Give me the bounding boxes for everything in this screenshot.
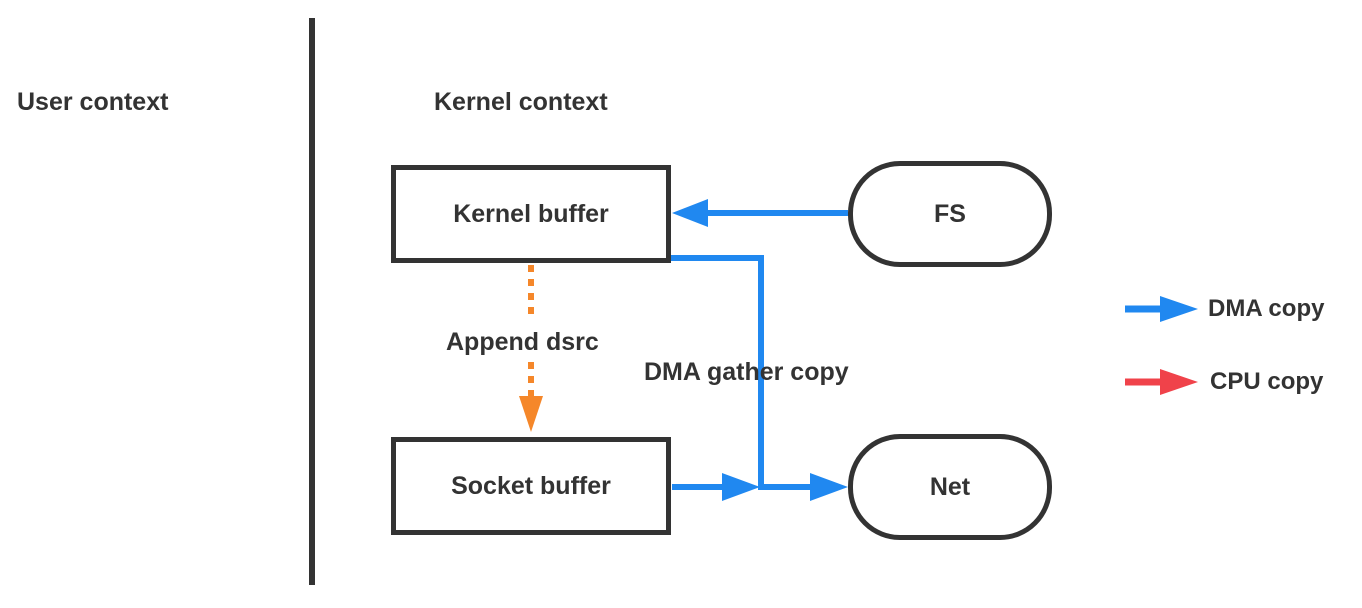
net-node: Net xyxy=(848,434,1052,540)
append-dsrc-arrow xyxy=(519,265,543,432)
dma-gather-copy-label: DMA gather copy xyxy=(644,358,849,386)
kernel-buffer-label: Kernel buffer xyxy=(453,199,609,228)
fs-to-kernel-arrow xyxy=(672,199,848,227)
kernel-context-label: Kernel context xyxy=(434,88,608,116)
socket-to-net-arrow xyxy=(672,473,760,501)
legend-cpu-label: CPU copy xyxy=(1210,368,1324,395)
user-context-label: User context xyxy=(17,88,169,116)
legend-cpu-arrow xyxy=(1125,369,1198,395)
legend-dma-label: DMA copy xyxy=(1208,295,1325,322)
fs-label: FS xyxy=(934,199,966,228)
kernel-to-net-gather-arrow xyxy=(670,255,848,501)
fs-node: FS xyxy=(848,161,1052,267)
net-label: Net xyxy=(929,472,971,501)
legend-dma-arrow xyxy=(1125,296,1198,322)
kernel-buffer-node: Kernel buffer xyxy=(391,165,671,263)
socket-buffer-node: Socket buffer xyxy=(391,437,671,535)
append-dsrc-label: Append dsrc xyxy=(446,328,599,356)
socket-buffer-label: Socket buffer xyxy=(451,471,611,500)
